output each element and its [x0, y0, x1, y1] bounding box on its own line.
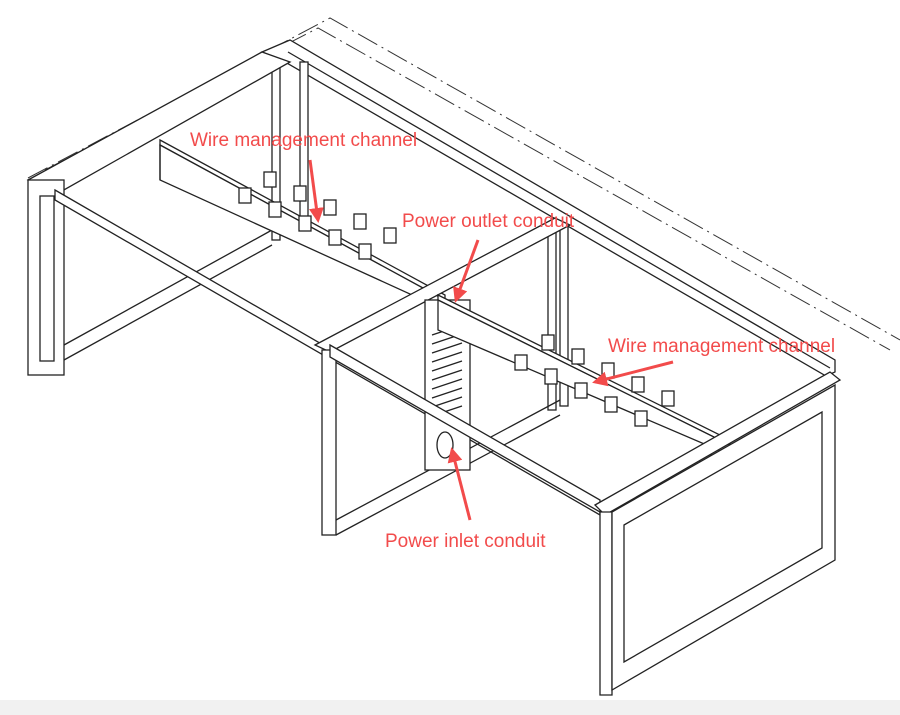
outlet-cutout: [238, 187, 252, 204]
vent-slot: [431, 396, 463, 408]
vent-slot: [431, 360, 463, 372]
vent-slot: [431, 387, 463, 399]
outlet-cutout: [634, 410, 648, 427]
outlet-cutout: [298, 215, 312, 232]
outlet-cutout: [631, 376, 645, 393]
vent-slot: [431, 369, 463, 381]
outlet-cutout: [544, 368, 558, 385]
outlet-cutout: [358, 243, 372, 260]
left-end-frame: [26, 51, 292, 376]
outlet-cutout: [323, 199, 337, 216]
outlet-cutout: [383, 227, 397, 244]
label-power-outlet: Power outlet conduit: [402, 211, 575, 232]
outlet-cutout: [661, 390, 675, 407]
outlet-cutout: [263, 171, 277, 188]
outlet-cutout: [353, 213, 367, 230]
outlet-cutout: [571, 348, 585, 365]
right-end-frame: [593, 371, 842, 696]
outlet-cutout: [604, 396, 618, 413]
outlet-cutout: [601, 362, 615, 379]
outlet-cutout: [541, 334, 555, 351]
vent-slot: [431, 378, 463, 390]
bottom-band: [0, 700, 900, 715]
vent-slot: [431, 351, 463, 363]
outlet-cutout: [268, 201, 282, 218]
outlet-cutout: [293, 185, 307, 202]
label-wire-channel-left: Wire management channel: [190, 130, 418, 151]
outlet-cutout: [574, 382, 588, 399]
outlet-cutout: [514, 354, 528, 371]
wire-channel-right: [437, 293, 731, 456]
label-power-inlet: Power inlet conduit: [385, 531, 546, 552]
vent-slot: [431, 342, 463, 354]
label-wire-channel-right: Wire management channel: [608, 336, 836, 357]
wire-channel-left: [159, 138, 446, 312]
outlet-cutout: [328, 229, 342, 246]
